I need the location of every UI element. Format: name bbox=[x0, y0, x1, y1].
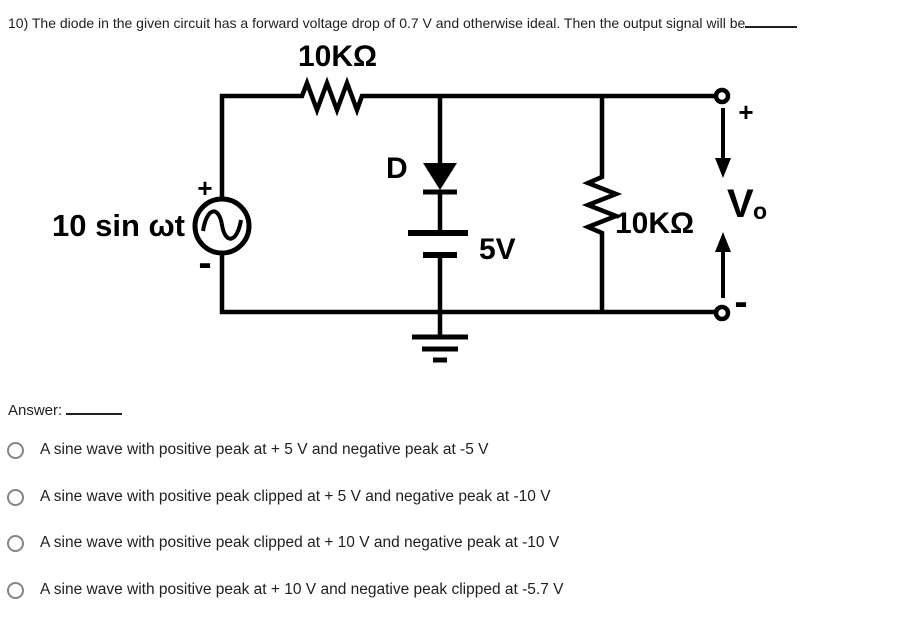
option-2-label: A sine wave with positive peak clipped a… bbox=[40, 488, 551, 505]
radio-button-option-4[interactable] bbox=[7, 581, 24, 599]
output-terminal-top bbox=[713, 87, 731, 105]
question-blank-line bbox=[745, 13, 798, 28]
output-minus-sign: - bbox=[734, 280, 747, 324]
option-4-label: A sine wave with positive peak at + 10 V… bbox=[40, 581, 564, 598]
source-minus-sign: - bbox=[198, 241, 211, 285]
answer-blank-line bbox=[66, 400, 123, 415]
diode-label: D bbox=[386, 152, 408, 185]
radio-button-option-3[interactable] bbox=[7, 534, 24, 552]
option-row-3[interactable]: A sine wave with positive peak clipped a… bbox=[7, 532, 559, 554]
bottom-wire bbox=[219, 253, 716, 315]
load-resistor-label: 10KΩ bbox=[615, 207, 694, 240]
load-resistor-symbol bbox=[581, 96, 623, 312]
battery-label: 5V bbox=[479, 233, 516, 266]
radio-button-option-2[interactable] bbox=[7, 488, 24, 506]
vo-arrow-down-head bbox=[715, 158, 731, 178]
option-3-label: A sine wave with positive peak clipped a… bbox=[40, 534, 560, 551]
top-wire-and-series-resistor-symbol bbox=[219, 76, 716, 199]
option-row-1[interactable]: A sine wave with positive peak at + 5 V … bbox=[7, 439, 489, 461]
answer-label: Answer: bbox=[8, 402, 63, 419]
option-1-label: A sine wave with positive peak at + 5 V … bbox=[40, 441, 489, 458]
output-voltage-subscript: o bbox=[753, 198, 767, 224]
question-text-content: 10) The diode in the given circuit has a… bbox=[8, 15, 746, 31]
output-voltage-label: V bbox=[727, 182, 754, 226]
question-text: 10) The diode in the given circuit has a… bbox=[8, 13, 798, 33]
vo-arrow-up-head bbox=[715, 232, 731, 252]
option-row-4[interactable]: A sine wave with positive peak at + 10 V… bbox=[7, 579, 563, 601]
circuit-diagram: 10KΩ 10 sin ωt + - D 5V 10KΩ + - V o bbox=[52, 40, 767, 363]
radio-button-option-1[interactable] bbox=[7, 441, 24, 459]
option-row-2[interactable]: A sine wave with positive peak clipped a… bbox=[7, 486, 551, 508]
source-plus-sign: + bbox=[197, 173, 212, 203]
source-label: 10 sin ωt bbox=[52, 208, 185, 243]
output-terminal-bottom bbox=[713, 304, 731, 322]
answer-label-row: Answer: bbox=[8, 400, 123, 419]
series-resistor-label: 10KΩ bbox=[298, 40, 377, 73]
diode-symbol bbox=[423, 163, 457, 190]
output-plus-sign: + bbox=[738, 97, 753, 127]
sine-wave-icon bbox=[201, 209, 243, 241]
